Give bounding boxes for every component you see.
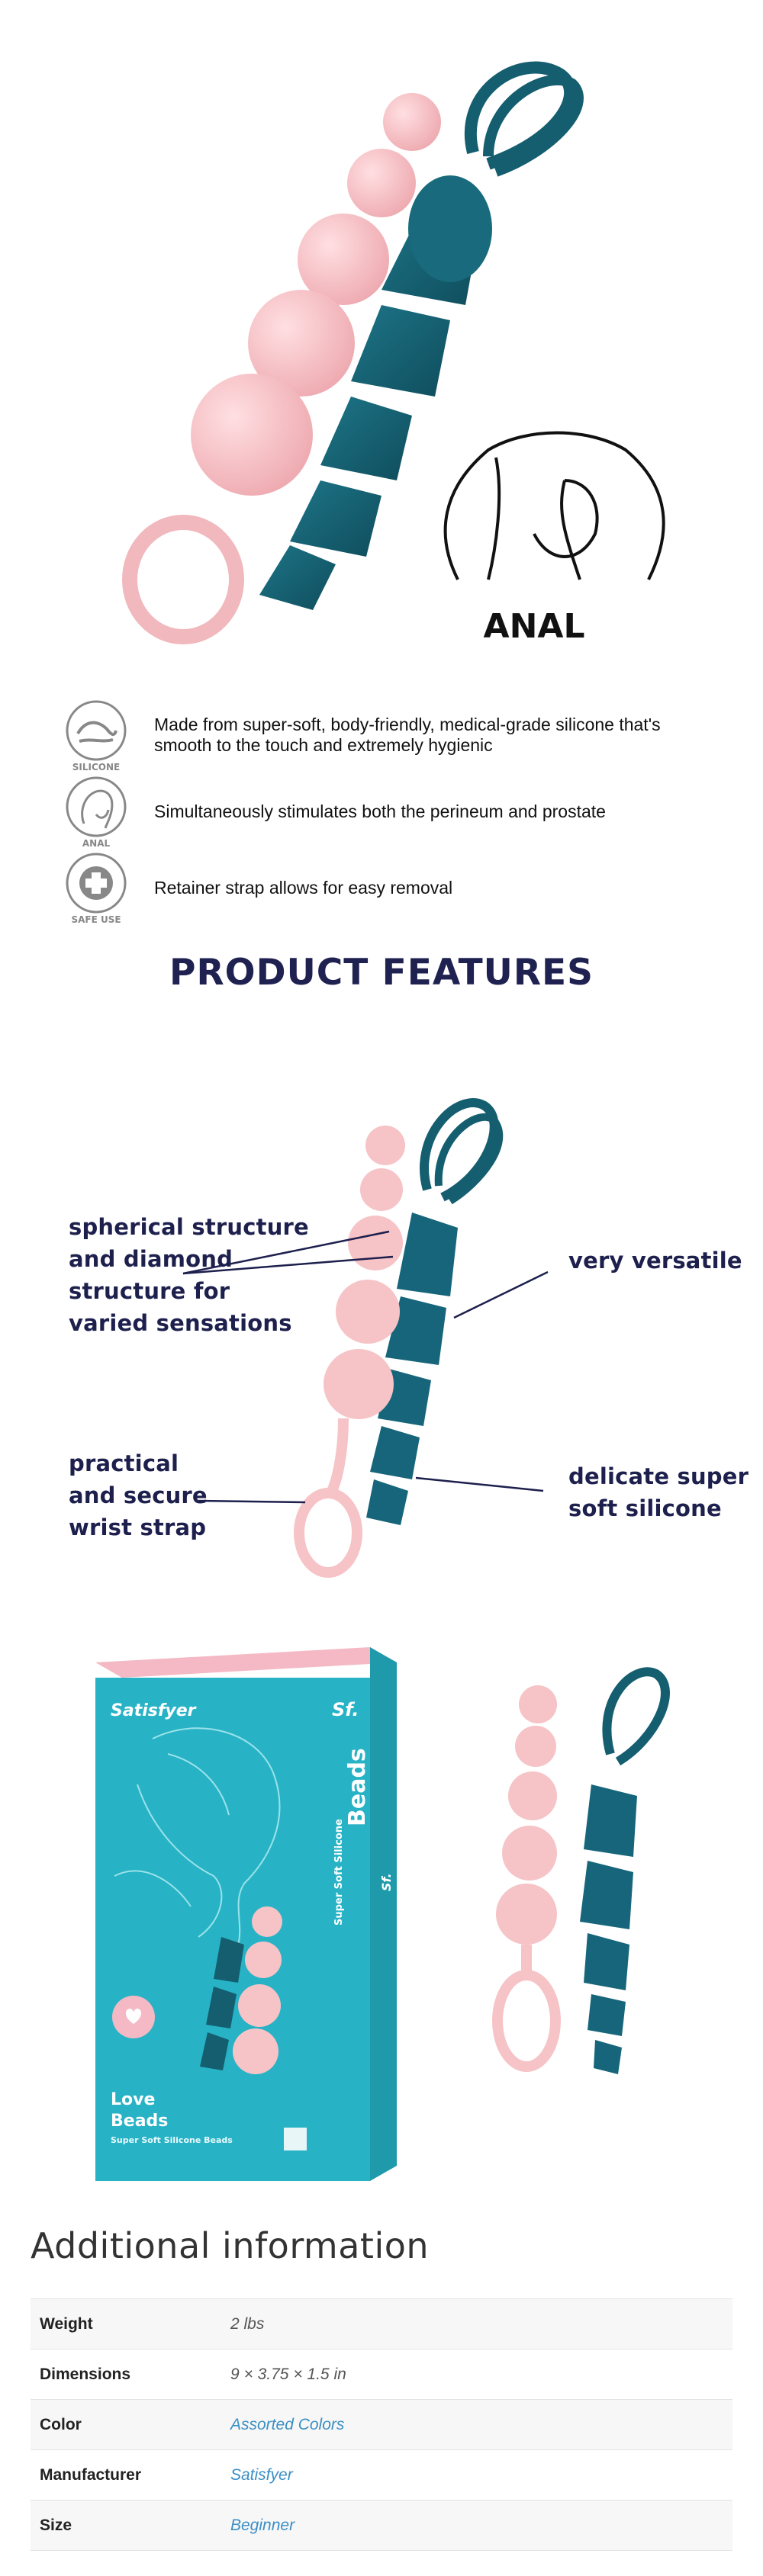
product-features-diagram: spherical structure and diamond structur…: [0, 1075, 763, 1601]
feature-text: Made from super-soft, body-friendly, med…: [154, 715, 661, 755]
box-name-line1: Love: [111, 2090, 155, 2109]
pink-beads: [122, 93, 441, 644]
row-label: Manufacturer: [31, 2449, 221, 2501]
box-subtitle: Super Soft Silicone Beads: [111, 2135, 233, 2145]
callout-strap: practical and secure wrist strap: [69, 1450, 208, 1540]
callout-lines: [182, 1230, 549, 1504]
row-label: Dimensions: [31, 2349, 221, 2400]
table-row: Weight 2 lbs: [31, 2298, 732, 2350]
size-link[interactable]: Beginner: [221, 2500, 732, 2551]
box-brand: Satisfyer: [111, 1701, 197, 1720]
box-logo: Sf.: [332, 1699, 359, 1720]
teal-beads: [366, 1098, 504, 1525]
box-name-line2: Beads: [111, 2112, 168, 2131]
hero-illustration: ANAL: [122, 61, 665, 646]
feature-list: SILICONE Made from super-soft, body-frie…: [0, 686, 763, 946]
packaging-image: Satisfyer Sf. Love Beads Super Soft Sili…: [0, 1632, 763, 2196]
feature-item-anal: ANAL Simultaneously stimulates both the …: [61, 773, 702, 850]
table-row: Manufacturer Satisfyer: [31, 2449, 732, 2501]
svg-text:ANAL: ANAL: [82, 838, 111, 849]
callout-silicone: delicate super soft silicone: [568, 1463, 749, 1521]
table-row: Color Assorted Colors: [31, 2399, 732, 2450]
additional-information-title: Additional information: [31, 2225, 430, 2266]
packaging-illustration: Satisfyer Sf. Love Beads Super Soft Sili…: [95, 1647, 670, 2181]
hero-image: ANAL: [0, 0, 763, 656]
callout-spherical: spherical structure and diamond structur…: [69, 1214, 309, 1336]
feature-text: Simultaneously stimulates both the perin…: [154, 801, 606, 821]
row-label: Weight: [31, 2298, 221, 2350]
color-link[interactable]: Assorted Colors: [221, 2399, 732, 2450]
manufacturer-link[interactable]: Satisfyer: [221, 2449, 732, 2501]
product-features-title: PRODUCT FEATURES: [169, 952, 594, 994]
table-row: Dimensions 9 × 3.75 × 1.5 in: [31, 2349, 732, 2400]
row-value: 2 lbs: [221, 2298, 732, 2350]
callout-versatile: very versatile: [568, 1248, 742, 1274]
box-side-big: Beads: [344, 1748, 371, 1826]
feature-text: Retainer strap allows for easy removal: [154, 877, 453, 898]
svg-text:SAFE USE: SAFE USE: [71, 914, 121, 925]
row-value: 9 × 3.75 × 1.5 in: [221, 2349, 732, 2400]
svg-text:SILICONE: SILICONE: [72, 762, 120, 772]
features-illustration: [182, 1098, 549, 1578]
row-label: Size: [31, 2500, 221, 2551]
feature-item-silicone: SILICONE Made from super-soft, body-frie…: [61, 697, 702, 773]
feature-item-safe-use: SAFE USE Retainer strap allows for easy …: [61, 850, 702, 926]
additional-information-table: Weight 2 lbs Dimensions 9 × 3.75 × 1.5 i…: [31, 2298, 732, 2551]
anal-badge-label: ANAL: [484, 607, 585, 646]
teal-beads: [259, 61, 584, 610]
anal-icon: ANAL: [66, 776, 127, 849]
safe-use-icon: SAFE USE: [66, 853, 127, 925]
row-label: Color: [31, 2399, 221, 2450]
anal-badge-art: [443, 431, 665, 580]
table-row: Size Beginner: [31, 2500, 732, 2551]
silicone-icon: SILICONE: [66, 700, 127, 772]
box-side-logo: Sf.: [379, 1873, 394, 1891]
box-side-small: Super Soft Silicone: [333, 1819, 345, 1926]
